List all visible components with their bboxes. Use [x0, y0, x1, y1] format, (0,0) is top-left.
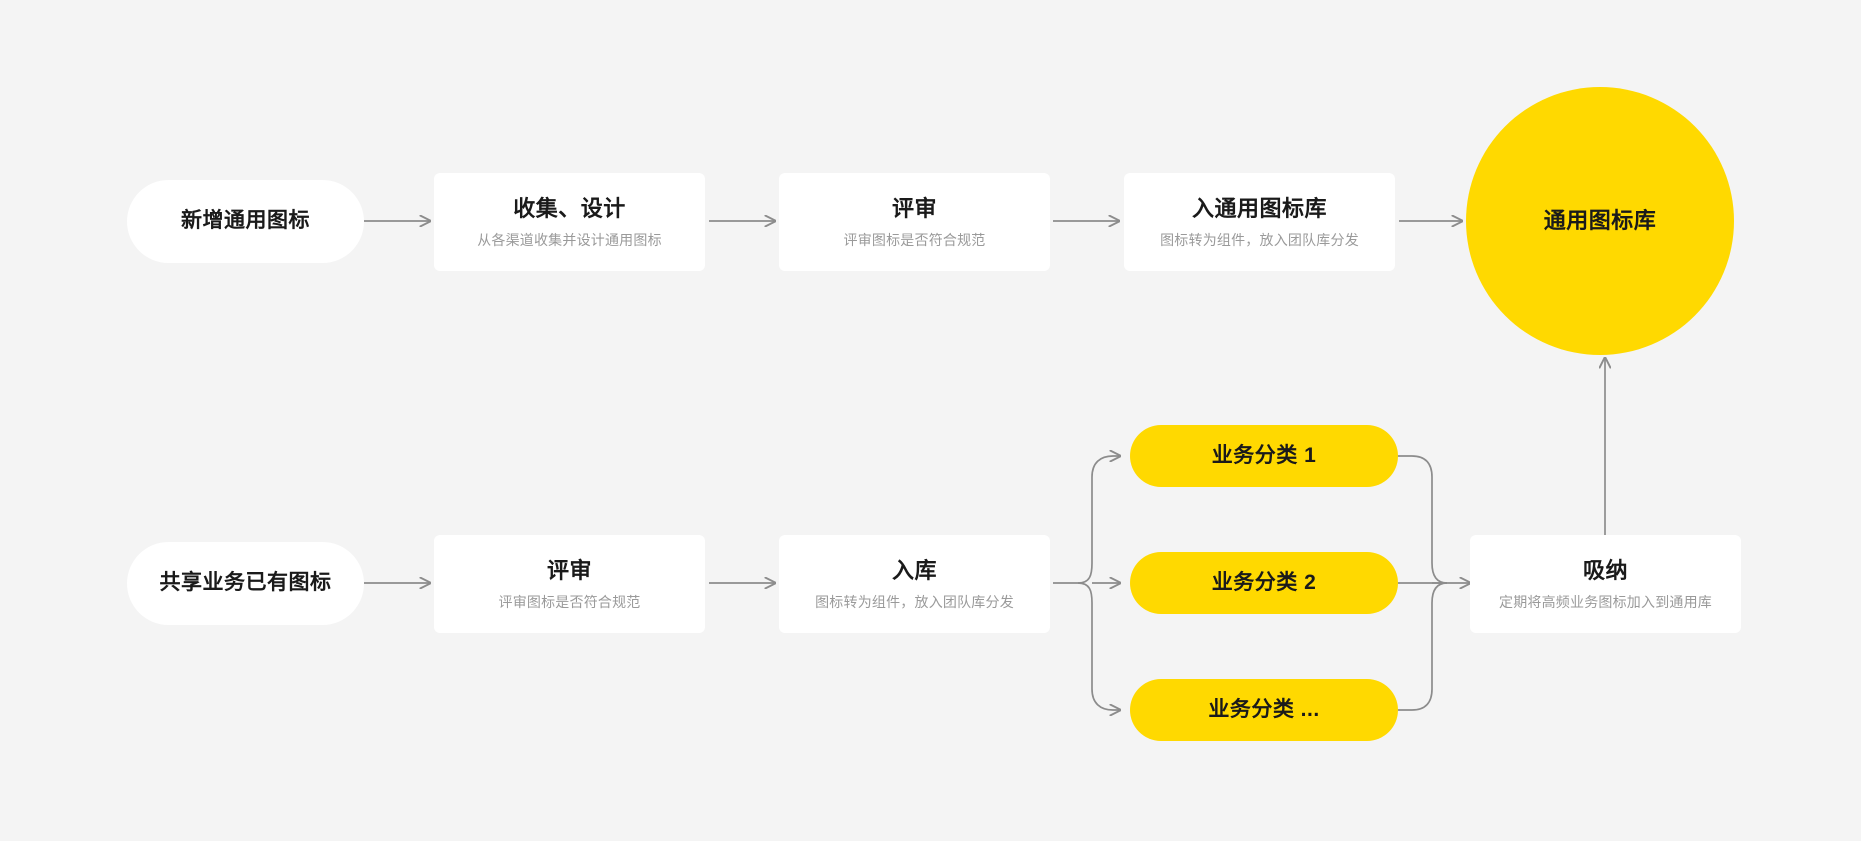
- node-title: 收集、设计: [513, 195, 626, 221]
- node-business-category-more[interactable]: 业务分类 ...: [1130, 679, 1398, 741]
- connector-split-down: [1077, 582, 1120, 710]
- node-subtitle: 图标转为组件，放入团队库分发: [1160, 232, 1359, 249]
- node-business-category-2[interactable]: 业务分类 2: [1130, 552, 1398, 614]
- node-title: 新增通用图标: [181, 209, 310, 233]
- node-share-existing-business-icon[interactable]: 共享业务已有图标: [127, 542, 364, 625]
- node-subtitle: 评审图标是否符合规范: [843, 232, 986, 249]
- node-title: 共享业务已有图标: [159, 571, 332, 595]
- node-new-common-icon[interactable]: 新增通用图标: [127, 180, 364, 263]
- node-common-icon-library[interactable]: 通用图标库: [1466, 87, 1734, 355]
- node-collect-design[interactable]: 收集、设计 从各渠道收集并设计通用图标: [434, 173, 705, 271]
- node-enter-library[interactable]: 入库 图标转为组件，放入团队库分发: [779, 535, 1050, 633]
- node-title: 入通用图标库: [1191, 195, 1327, 221]
- connector-merge-down: [1398, 582, 1448, 711]
- node-title: 评审: [546, 557, 592, 583]
- node-absorb[interactable]: 吸纳 定期将高频业务图标加入到通用库: [1470, 535, 1741, 633]
- connector-split-up: [1077, 456, 1120, 584]
- node-review-top[interactable]: 评审 评审图标是否符合规范: [779, 173, 1050, 271]
- node-title: 入库: [891, 557, 937, 583]
- node-title: 业务分类 ...: [1208, 697, 1320, 721]
- node-enter-common-library[interactable]: 入通用图标库 图标转为组件，放入团队库分发: [1124, 173, 1395, 271]
- node-title: 评审: [891, 195, 937, 221]
- connector-merge-up: [1398, 455, 1448, 584]
- node-title: 业务分类 2: [1211, 570, 1317, 594]
- node-business-category-1[interactable]: 业务分类 1: [1130, 425, 1398, 487]
- node-subtitle: 从各渠道收集并设计通用图标: [477, 232, 662, 249]
- node-subtitle: 定期将高频业务图标加入到通用库: [1499, 594, 1712, 611]
- node-title: 吸纳: [1582, 557, 1628, 583]
- node-title: 业务分类 1: [1211, 443, 1317, 467]
- node-subtitle: 评审图标是否符合规范: [498, 594, 641, 611]
- node-title: 通用图标库: [1543, 208, 1657, 234]
- node-subtitle: 图标转为组件，放入团队库分发: [815, 594, 1014, 611]
- node-review-bottom[interactable]: 评审 评审图标是否符合规范: [434, 535, 705, 633]
